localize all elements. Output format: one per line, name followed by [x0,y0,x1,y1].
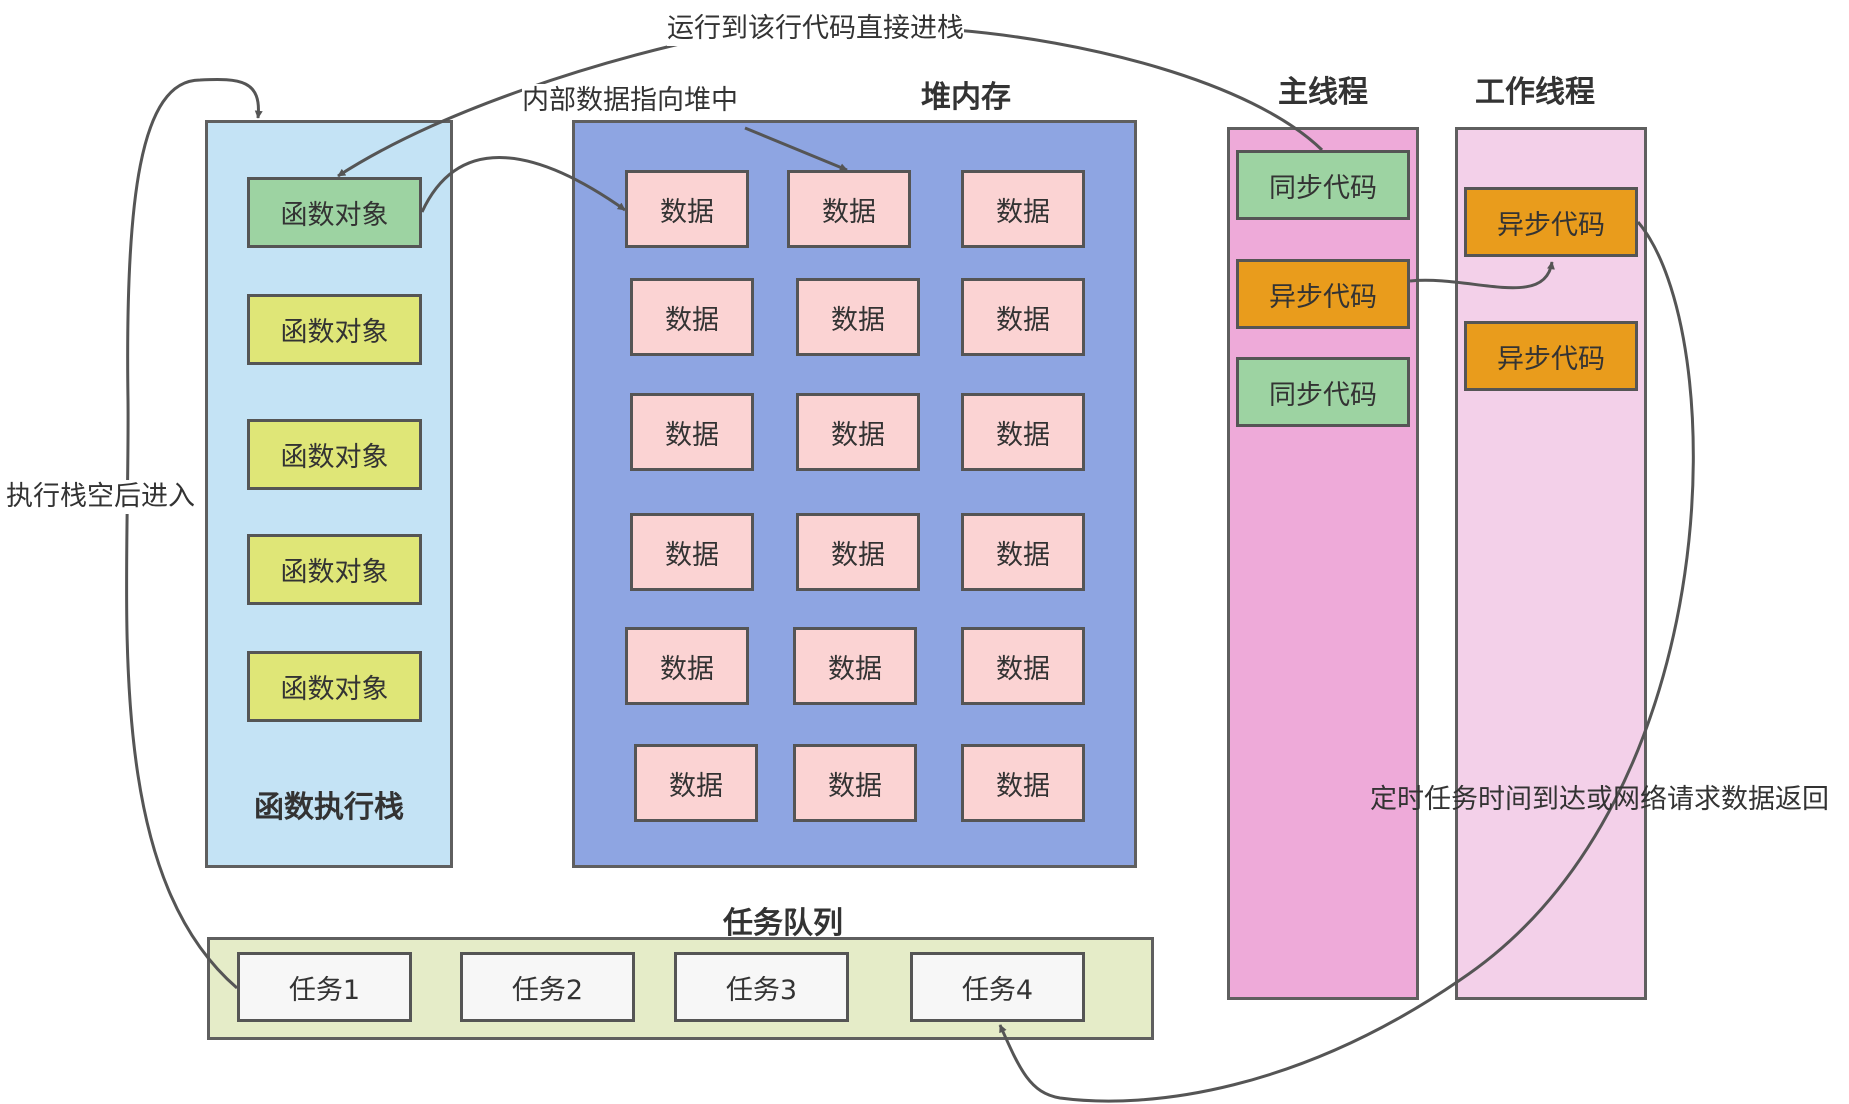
heap-data-cell: 数据 [961,393,1085,471]
async-code-block: 异步代码 [1464,187,1638,257]
heap-data-cell: 数据 [961,744,1085,822]
points-to-heap-arrow [420,156,626,213]
heap-data-cell: 数据 [793,744,917,822]
sync-code-block: 同步代码 [1236,357,1410,427]
heap-data-cell: 数据 [634,744,758,822]
heap-data-cell: 数据 [796,393,920,471]
heap-data-cell: 数据 [630,393,754,471]
callback-to-queue-arrow [998,221,1695,1103]
main-thread-title: 主线程 [1278,75,1368,110]
call-stack-title: 函数执行栈 [254,790,404,825]
heap-title: 堆内存 [921,80,1011,115]
heap-pointer-arrow [744,126,848,172]
push-to-stack-arrow [337,28,1324,178]
heap-data-cell: 数据 [796,278,920,356]
heap-data-cell: 数据 [961,170,1085,248]
heap-data-cell: 数据 [787,170,911,248]
function-object-active: 函数对象 [247,177,422,248]
heap-data-cell: 数据 [625,170,749,248]
points-to-heap-label: 内部数据指向堆中 [522,84,738,118]
task-returns-label: 定时任务时间到达或网络请求数据返回 [1370,784,1829,815]
async-code-block: 异步代码 [1464,321,1638,391]
enter-when-empty-label: 执行栈空后进入 [6,480,195,514]
worker-thread-title: 工作线程 [1475,75,1595,110]
heap-data-cell: 数据 [793,627,917,705]
enter-stack-arrow [125,77,263,990]
worker-thread-panel [1455,127,1647,1000]
queue-task: 任务1 [237,952,412,1022]
heap-data-cell: 数据 [961,513,1085,591]
heap-data-cell: 数据 [630,278,754,356]
function-object: 函数对象 [247,534,422,605]
dispatch-async-arrow [1409,261,1555,290]
function-object: 函数对象 [247,419,422,490]
push-to-stack-label: 运行到该行代码直接进栈 [667,12,964,46]
heap-data-cell: 数据 [961,627,1085,705]
heap-data-cell: 数据 [630,513,754,591]
heap-data-cell: 数据 [625,627,749,705]
heap-data-cell: 数据 [796,513,920,591]
async-code-block: 异步代码 [1236,259,1410,329]
queue-task: 任务4 [910,952,1085,1022]
queue-task: 任务2 [460,952,635,1022]
heap-data-cell: 数据 [961,278,1085,356]
function-object: 函数对象 [247,651,422,722]
function-object: 函数对象 [247,294,422,365]
queue-task: 任务3 [674,952,849,1022]
task-queue-title: 任务队列 [723,906,843,941]
sync-code-block: 同步代码 [1236,150,1410,220]
